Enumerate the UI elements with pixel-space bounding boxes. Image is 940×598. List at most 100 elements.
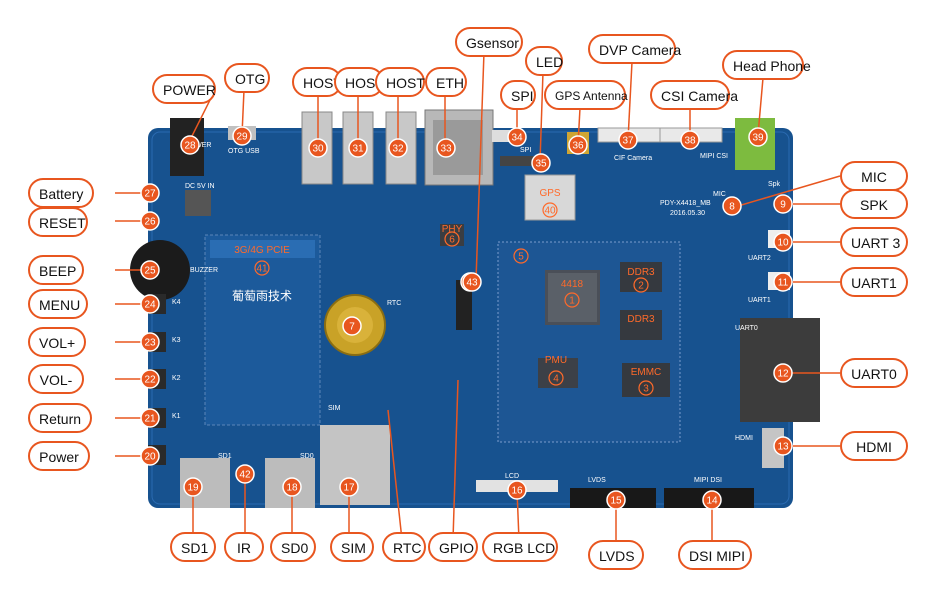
silk-k2: K2 — [172, 375, 181, 382]
marker-rtc — [342, 316, 362, 336]
label-return: Return — [28, 403, 92, 433]
silk-mic: MIC — [713, 191, 726, 198]
marker-sd0 — [282, 477, 302, 497]
marker-mic — [722, 196, 742, 216]
chip-number-ring — [564, 292, 580, 308]
marker-csi-camera — [680, 130, 700, 150]
chip-number-ring — [633, 277, 649, 293]
marker-dvp-camera — [618, 130, 638, 150]
label-dvp-camera: DVP Camera — [588, 34, 681, 64]
label-beep: BEEP — [28, 255, 84, 285]
label-head-phone: Head Phone — [722, 50, 811, 80]
marker-num-host2: 31 — [352, 144, 364, 155]
marker-num-dsi-mipi: 14 — [706, 496, 718, 507]
label-spk: SPK — [840, 189, 908, 219]
marker-host1 — [308, 138, 328, 158]
chip-number: 1 — [569, 296, 575, 307]
label-ir: IR — [224, 532, 264, 562]
gps-module — [524, 174, 576, 221]
marker-head-phone — [748, 127, 768, 147]
number-markers: 2829303132334334353637383927262524232221… — [140, 126, 793, 510]
silk-uart0: UART0 — [735, 325, 758, 332]
marker-num-uart3: 10 — [777, 238, 789, 249]
marker-uart3 — [773, 232, 793, 252]
marker-num-vol-minus: 22 — [144, 375, 156, 386]
label-uart3: UART 3 — [840, 227, 908, 257]
chip-number-ring — [444, 231, 460, 247]
phy-label: PHY — [442, 224, 463, 235]
marker-num-eth: 33 — [440, 144, 452, 155]
silk-spk: Spk — [768, 181, 781, 188]
marker-battery — [140, 183, 160, 203]
marker-num-uart1: 11 — [778, 278, 789, 289]
silk-sd0: SD0 — [300, 453, 314, 460]
marker-num-gps-antenna: 36 — [572, 141, 584, 152]
label-csi-camera: CSI Camera — [650, 80, 738, 110]
marker-reset — [140, 211, 160, 231]
chip-number-ring — [548, 370, 564, 386]
silk-mipi-dsi: MIPI DSI — [694, 477, 722, 484]
marker-num-sd1: 19 — [187, 483, 199, 494]
marker-beep — [140, 260, 160, 280]
label-menu: MENU — [28, 289, 88, 319]
label-gpio: GPIO — [428, 532, 478, 562]
silk-k1: K1 — [172, 413, 181, 420]
label-sd0: SD0 — [270, 532, 316, 562]
label-uart0: UART0 — [840, 358, 908, 388]
label-gps-antenna: GPS Antenna — [544, 80, 628, 110]
phy-chip — [440, 224, 464, 246]
marker-num-ir: 42 — [239, 470, 251, 481]
label-host-1: HOST — [292, 67, 342, 97]
marker-num-spk: 9 — [780, 200, 786, 211]
silk-sd1: SD1 — [218, 453, 232, 460]
label-battery: Battery — [28, 178, 94, 208]
pcie-module — [204, 234, 321, 426]
silk-dc: DC 5V IN — [185, 183, 215, 190]
marker-num-head-phone: 39 — [752, 133, 764, 144]
label-uart1: UART1 — [840, 267, 908, 297]
marker-num-reset: 26 — [144, 217, 156, 228]
gpio-header — [456, 280, 472, 330]
marker-rgb-lcd — [507, 480, 527, 500]
marker-sim — [339, 477, 359, 497]
label-led: LED — [525, 46, 563, 76]
marker-host3 — [388, 138, 408, 158]
silk-buzzer: BUZZER — [190, 267, 218, 274]
label-otg: OTG — [224, 63, 270, 93]
label-host-3: HOST — [375, 67, 425, 97]
marker-spk — [773, 194, 793, 214]
chip-number: 40 — [544, 206, 556, 217]
silk-lcd: LCD — [505, 473, 519, 480]
label-power-key: Power — [28, 441, 90, 471]
label-dsi-mipi: DSI MIPI — [678, 540, 752, 570]
label-reset: RESET — [28, 207, 88, 237]
marker-num-vol-plus: 23 — [144, 338, 156, 349]
label-hdmi: HDMI — [840, 431, 908, 461]
led-array — [500, 156, 540, 166]
marker-num-rgb-lcd: 16 — [511, 486, 523, 497]
silk-mipi-csi: MIPI CSI — [700, 153, 728, 160]
chip-number: 41 — [256, 264, 268, 275]
label-lvds: LVDS — [588, 540, 644, 570]
marker-gpio — [462, 272, 482, 292]
label-gsensor: Gsensor — [455, 27, 523, 57]
marker-num-dvp-camera: 37 — [622, 136, 634, 147]
label-spi: SPI — [500, 80, 536, 110]
marker-num-gpio: 43 — [466, 278, 478, 289]
marker-num-spi: 34 — [511, 133, 523, 144]
chip-number-ring — [254, 260, 270, 276]
silk-uart1: UART1 — [748, 297, 771, 304]
marker-return — [140, 408, 160, 428]
chip-number: 2 — [638, 281, 644, 292]
board-model: PDY-X4418_MB — [660, 200, 711, 207]
cpu-label: 4418 — [561, 279, 584, 290]
chip-number-ring — [513, 248, 529, 264]
marker-gps-antenna — [568, 135, 588, 155]
marker-uart1 — [773, 272, 793, 292]
label-vol-plus: VOL+ — [28, 327, 86, 357]
silk-cif: CIF Camera — [614, 155, 652, 162]
silk-rtc: RTC — [387, 300, 401, 307]
marker-power-key — [140, 446, 160, 466]
marker-uart0 — [773, 363, 793, 383]
marker-spi — [507, 127, 527, 147]
